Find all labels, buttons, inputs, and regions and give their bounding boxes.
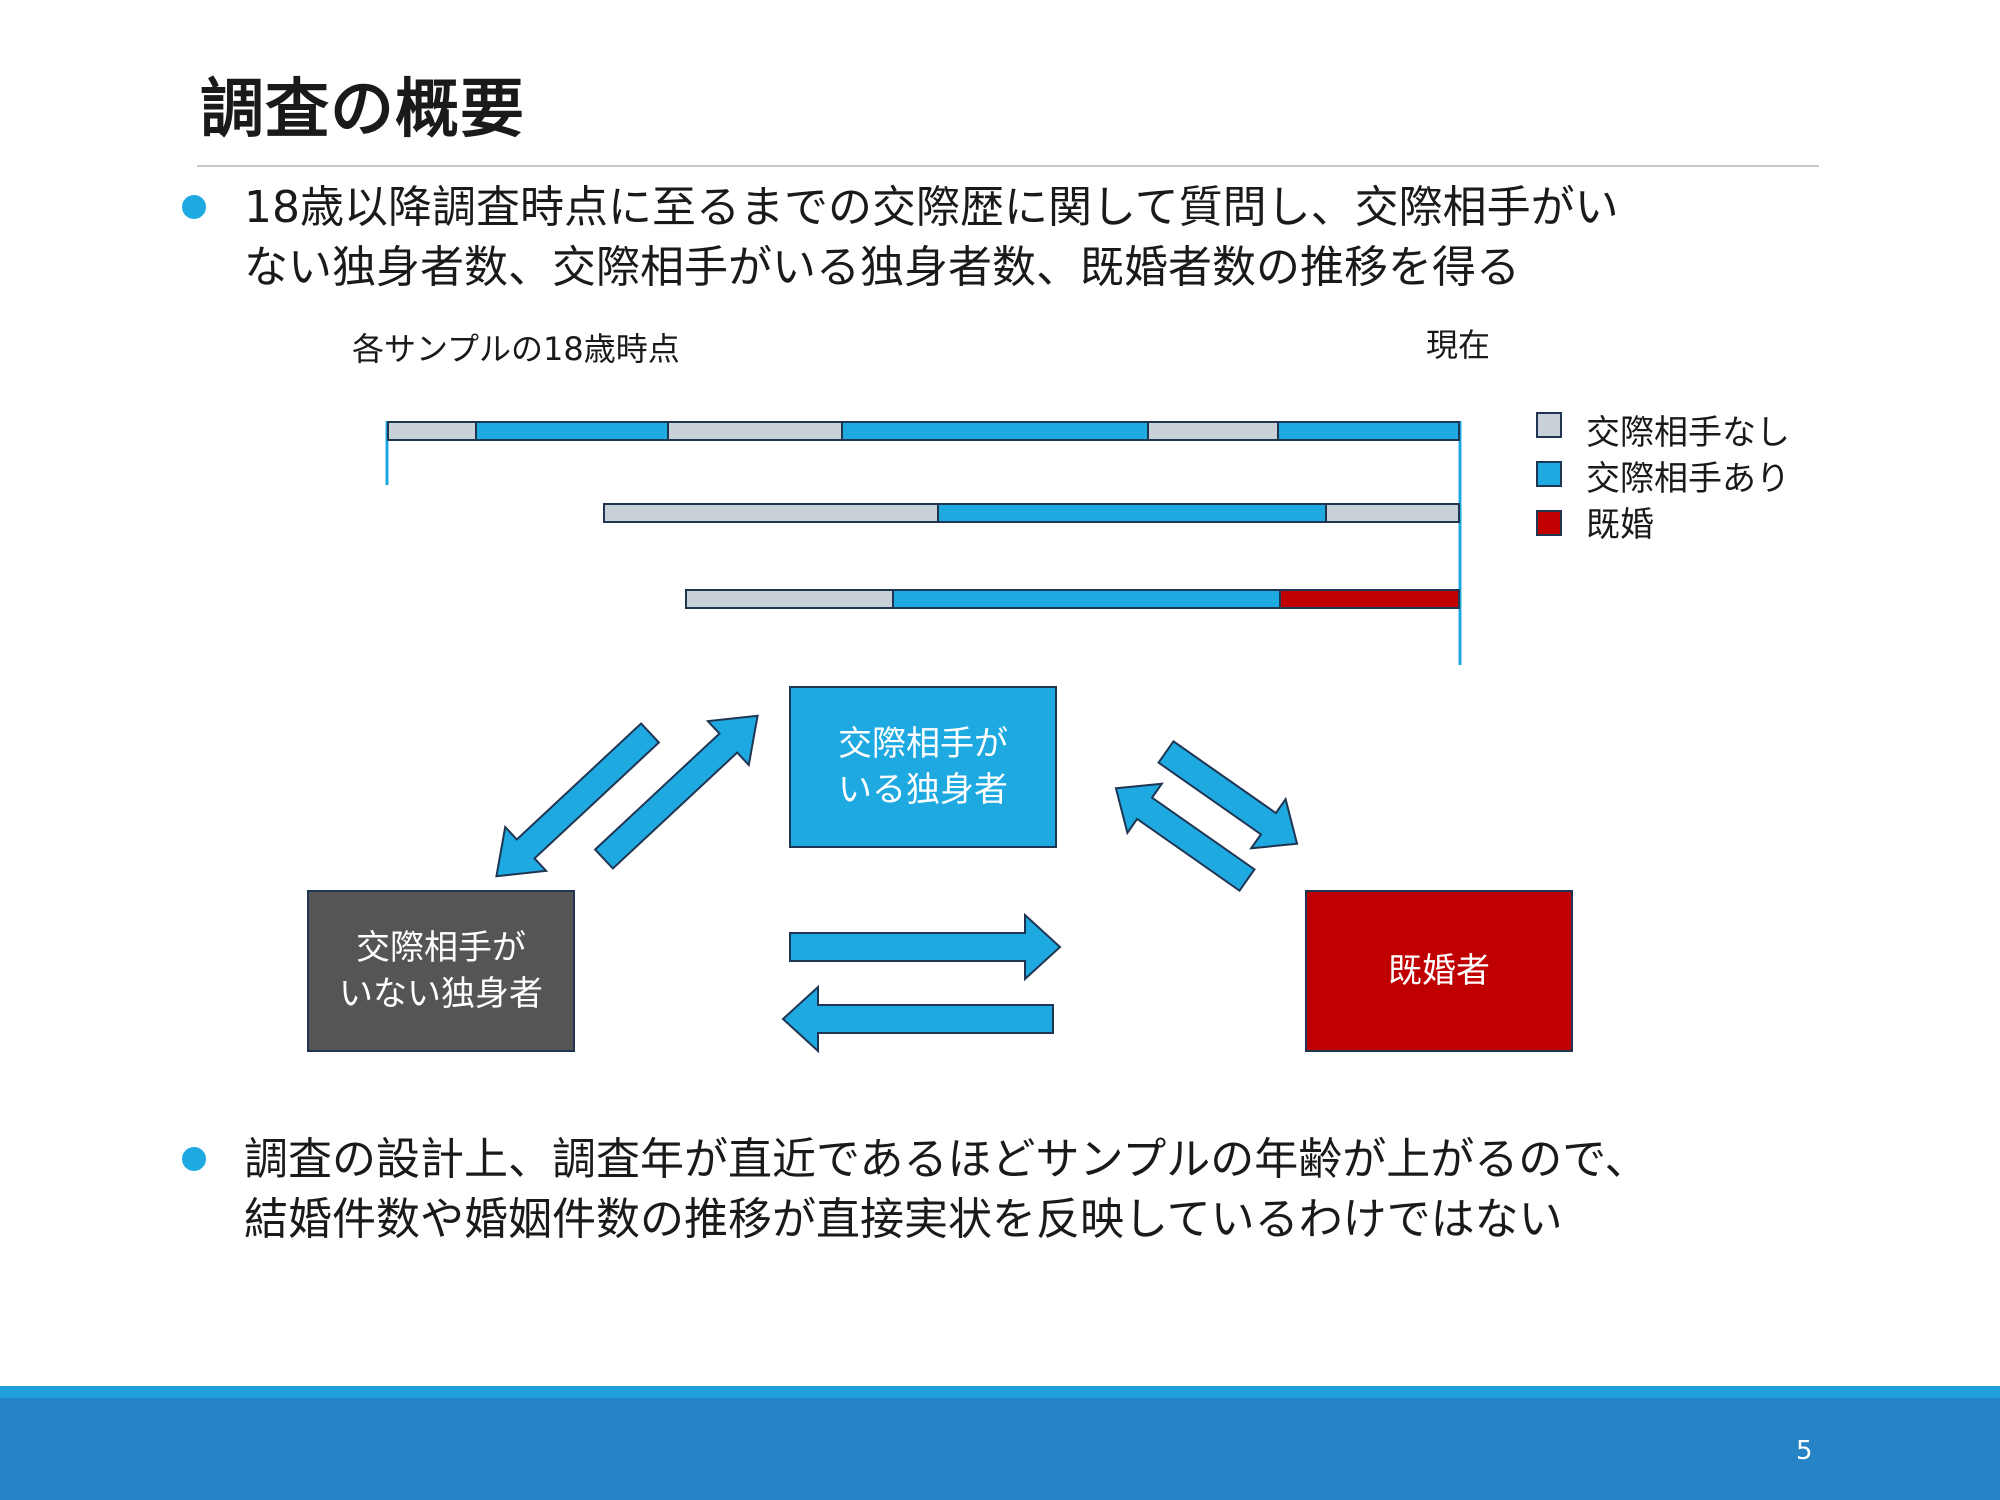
transition-arrows <box>495 714 1299 1054</box>
bullet-text-line2: ない独身者数、交際相手がいる独身者数、既婚者数の推移を得る <box>244 242 1520 293</box>
segment-no-partner <box>603 503 939 523</box>
state-label-line1: 交際相手が <box>838 724 1008 764</box>
timeline-legend: 交際相手なし 交際相手あり 既婚 <box>1536 412 1790 545</box>
title-divider <box>197 165 1819 167</box>
arrow-married-to-single <box>781 984 1054 1054</box>
arrow-single-to-married <box>789 912 1062 982</box>
timeline-start-label: 各サンプルの18歳時点 <box>352 330 680 368</box>
bullet-text-line1: 18歳以降調査時点に至るまでの交際歴に関して質問し、交際相手がい <box>244 182 1619 233</box>
legend-swatch-partner <box>1536 461 1562 487</box>
bullet-text-line2: 結婚件数や婚姻件数の推移が直接実状を反映しているわけではない <box>244 1194 1563 1245</box>
bullet-survey-caveat: 調査の設計上、調査年が直近であるほどサンプルの年齢が上がるので、 結婚件数や婚姻… <box>182 1130 1822 1250</box>
state-label-line1: 既婚者 <box>1388 951 1490 991</box>
state-box-married: 既婚者 <box>1305 890 1573 1052</box>
segment-married <box>1279 589 1460 609</box>
sample-timeline-1 <box>387 421 1460 441</box>
sample-timeline-2 <box>603 503 1460 523</box>
arrow-married-to-partner <box>1114 782 1256 893</box>
segment-no-partner <box>1325 503 1460 523</box>
state-label-line2: いる独身者 <box>838 770 1008 810</box>
segment-no-partner <box>387 421 477 441</box>
segment-partner <box>841 421 1149 441</box>
segment-no-partner <box>685 589 894 609</box>
arrow-partner-to-married <box>1157 739 1299 850</box>
segment-partner <box>937 503 1327 523</box>
segment-no-partner <box>667 421 843 441</box>
bullet-dot-icon <box>182 195 206 219</box>
bullet-dot-icon <box>182 1147 206 1171</box>
footer-bar <box>0 1398 2000 1500</box>
segment-partner <box>892 589 1281 609</box>
legend-swatch-no-partner <box>1536 412 1562 438</box>
footer-accent-stripe <box>0 1386 2000 1398</box>
segment-no-partner <box>1147 421 1279 441</box>
state-label-line1: 交際相手が <box>356 928 526 968</box>
slide-title: 調査の概要 <box>200 73 525 147</box>
timeline-end-label: 現在 <box>1426 326 1490 364</box>
state-label-line2: いない独身者 <box>339 974 543 1014</box>
arrow-partner-to-single <box>495 722 661 878</box>
arrow-single-to-partner <box>593 714 759 870</box>
legend-label-married: 既婚 <box>1586 505 1654 545</box>
legend-swatch-married <box>1536 510 1562 536</box>
bullet-text-line1: 調査の設計上、調査年が直近であるほどサンプルの年齢が上がるので、 <box>244 1134 1649 1185</box>
legend-label-no-partner: 交際相手なし <box>1586 413 1790 453</box>
bullet-survey-method: 18歳以降調査時点に至るまでの交際歴に関して質問し、交際相手がい ない独身者数、… <box>182 178 1822 298</box>
page-number: 5 <box>1796 1436 1813 1466</box>
state-box-single-without-partner: 交際相手が いない独身者 <box>307 890 575 1052</box>
segment-partner <box>1277 421 1460 441</box>
state-box-single-with-partner: 交際相手が いる独身者 <box>789 686 1057 848</box>
segment-partner <box>475 421 669 441</box>
sample-timeline-3 <box>685 589 1460 609</box>
legend-label-partner: 交際相手あり <box>1586 459 1790 499</box>
